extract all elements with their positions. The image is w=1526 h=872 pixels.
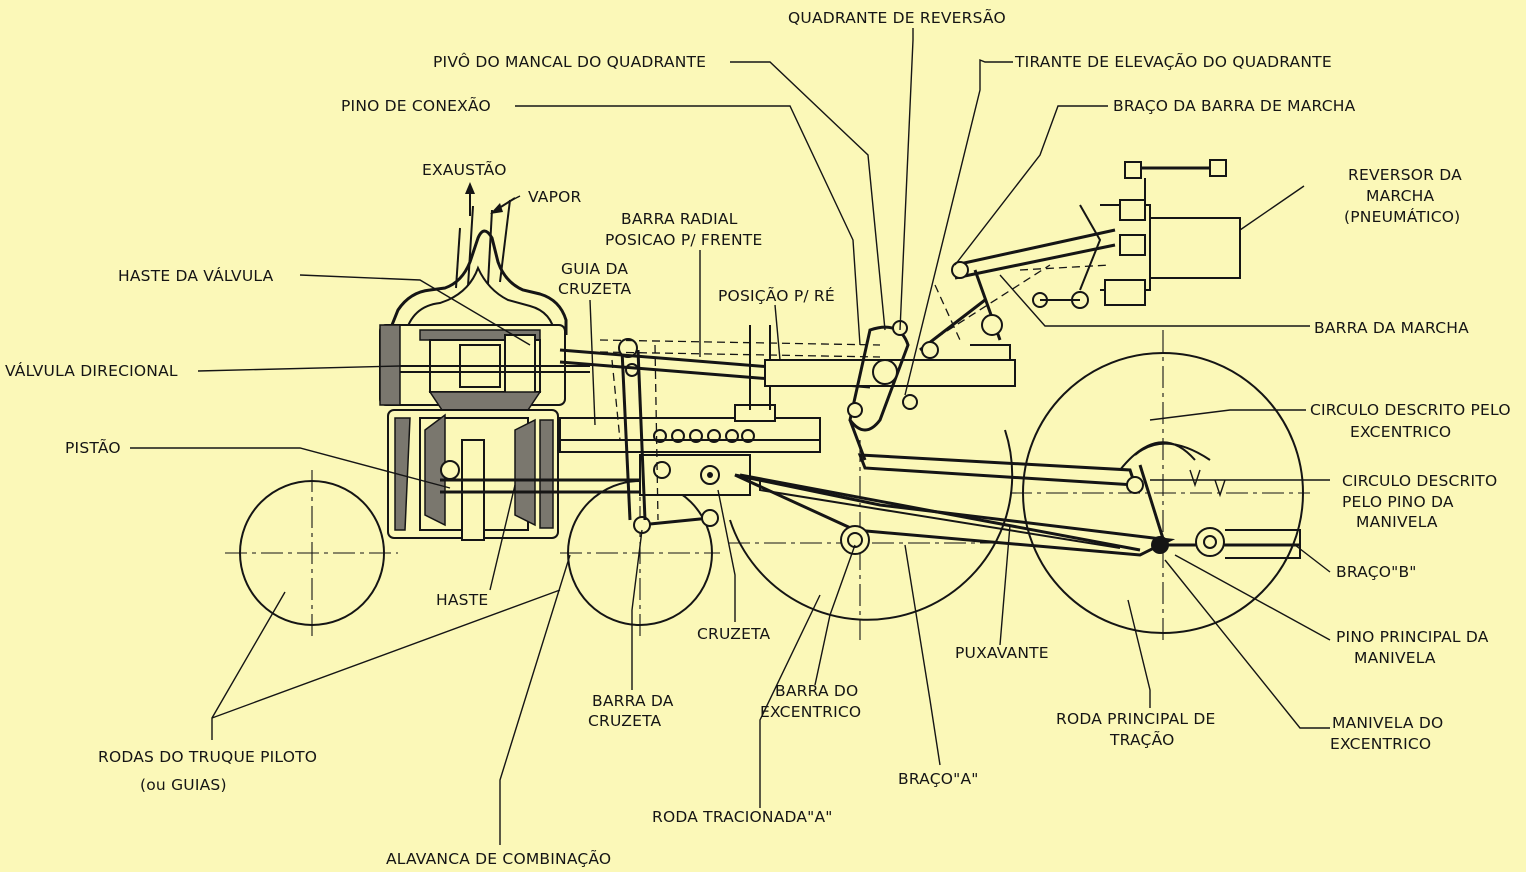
label-barra-radial-1: BARRA RADIAL bbox=[621, 210, 738, 228]
label-reversor-3: (PNEUMÁTICO) bbox=[1344, 207, 1460, 226]
label-rodas-truque-2: (ou GUIAS) bbox=[140, 776, 227, 794]
label-pino-principal-1: PINO PRINCIPAL DA bbox=[1336, 628, 1489, 646]
label-roda-principal-2: TRAÇÃO bbox=[1109, 730, 1175, 749]
label-pistao: PISTÃO bbox=[65, 438, 121, 457]
label-barra-radial-2: POSICAO P/ FRENTE bbox=[605, 231, 762, 249]
labels: QUADRANTE DE REVERSÃO PIVÔ DO MANCAL DO … bbox=[5, 8, 1511, 868]
main-rods bbox=[734, 441, 1301, 559]
label-barra-excentrico-1: BARRA DO bbox=[775, 682, 858, 700]
label-puxavante: PUXAVANTE bbox=[955, 644, 1049, 662]
label-guia-cruzeta-1: GUIA DA bbox=[561, 260, 628, 278]
label-braco-b: BRAÇO"B" bbox=[1336, 563, 1417, 581]
label-alavanca-combinacao: ALAVANCA DE COMBINAÇÃO bbox=[386, 849, 611, 868]
label-barra-cruzeta-1: BARRA DA bbox=[592, 692, 674, 710]
label-circulo-pino-3: MANIVELA bbox=[1356, 513, 1438, 531]
label-pivo-mancal: PIVÔ DO MANCAL DO QUADRANTE bbox=[433, 52, 706, 71]
driven-wheel-a bbox=[729, 429, 1014, 621]
label-barra-marcha: BARRA DA MARCHA bbox=[1314, 319, 1469, 337]
label-braco-a: BRAÇO"A" bbox=[898, 770, 979, 788]
leader-lines bbox=[130, 28, 1331, 845]
label-guia-cruzeta-2: CRUZETA bbox=[558, 280, 632, 298]
label-valvula-direcional: VÁLVULA DIRECIONAL bbox=[5, 361, 178, 380]
label-haste: HASTE bbox=[436, 591, 488, 609]
label-manivela-excentrico-2: EXCENTRICO bbox=[1330, 735, 1431, 753]
label-circulo-excentrico-2: EXCENTRICO bbox=[1350, 423, 1451, 441]
label-barra-excentrico-2: EXCENTRICO bbox=[760, 703, 861, 721]
label-manivela-excentrico-1: MANIVELA DO bbox=[1332, 714, 1443, 732]
label-circulo-pino-2: PELO PINO DA bbox=[1342, 493, 1454, 511]
label-tirante-elevacao: TIRANTE DE ELEVAÇÃO DO QUADRANTE bbox=[1014, 52, 1332, 71]
label-posicao-re: POSIÇÃO P/ RÉ bbox=[718, 286, 835, 305]
label-reversor-1: REVERSOR DA bbox=[1348, 166, 1462, 184]
label-barra-cruzeta-2: CRUZETA bbox=[588, 712, 662, 730]
label-pino-conexao: PINO DE CONEXÃO bbox=[341, 96, 491, 115]
label-circulo-pino-1: CIRCULO DESCRITO bbox=[1342, 472, 1497, 490]
label-quadrante-reversao: QUADRANTE DE REVERSÃO bbox=[788, 8, 1006, 27]
piston bbox=[461, 439, 485, 541]
crosshead bbox=[639, 454, 751, 496]
reverse-quadrant bbox=[764, 320, 1016, 461]
label-pino-principal-2: MANIVELA bbox=[1354, 649, 1436, 667]
cylinder-assembly bbox=[379, 195, 660, 541]
crosshead-assembly bbox=[559, 325, 821, 534]
label-cruzeta: CRUZETA bbox=[697, 625, 771, 643]
label-braco-barra-marcha: BRAÇO DA BARRA DE MARCHA bbox=[1113, 97, 1356, 115]
power-reverser bbox=[919, 159, 1241, 360]
label-rodas-truque-1: RODAS DO TRUQUE PILOTO bbox=[98, 748, 317, 766]
label-roda-tracionada: RODA TRACIONADA"A" bbox=[652, 808, 833, 826]
label-haste-valvula: HASTE DA VÁLVULA bbox=[118, 266, 274, 285]
flow-arrows bbox=[465, 182, 516, 216]
label-roda-principal-1: RODA PRINCIPAL DE bbox=[1056, 710, 1216, 728]
eccentric-rod bbox=[857, 453, 1138, 487]
label-circulo-excentrico-1: CIRCULO DESCRITO PELO bbox=[1310, 401, 1511, 419]
reverser-cylinder bbox=[1149, 217, 1241, 279]
wheels bbox=[225, 330, 1310, 645]
label-vapor: VAPOR bbox=[528, 188, 582, 206]
label-exaustao: EXAUSTÃO bbox=[422, 160, 507, 179]
label-reversor-2: MARCHA bbox=[1366, 187, 1434, 205]
